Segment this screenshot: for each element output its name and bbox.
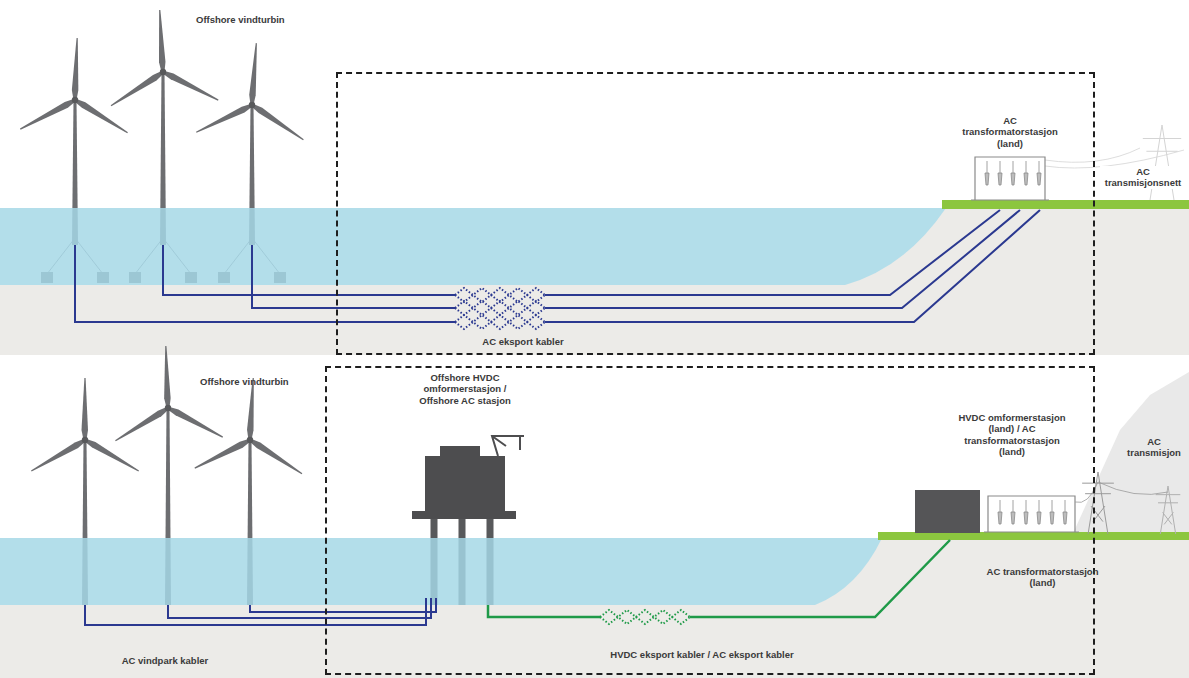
transformer-bay — [998, 161, 1002, 185]
ac-export-cable — [75, 245, 455, 322]
cable-caption: AC eksport kabler — [438, 336, 608, 347]
ac-export-cable — [455, 322, 545, 329]
turbine-blade — [162, 69, 220, 103]
turbine-blade — [248, 437, 304, 476]
turbine-hub — [165, 405, 171, 411]
turbine-blade — [247, 378, 257, 440]
ac-export-cable — [163, 245, 455, 295]
transformer-bay — [1063, 500, 1067, 524]
turbine-blade — [30, 437, 87, 474]
turbine-blade — [73, 97, 129, 135]
part-label: AC transmisjonsnett — [1100, 166, 1186, 189]
transformer-bay — [1011, 161, 1015, 185]
turbine-hub — [249, 102, 255, 108]
turbine-blade — [114, 405, 170, 443]
part-label: Offshore HVDC omformerstasjon / Offshore… — [405, 372, 525, 406]
transformer-bay — [998, 500, 1002, 524]
seabed — [0, 538, 1189, 678]
cable-caption: HVDC eksport kabler / AC eksport kabler — [557, 649, 847, 660]
turbine-blade — [249, 43, 260, 105]
part-label: Offshore vindturbin — [200, 376, 320, 387]
platform-building — [440, 446, 480, 457]
turbine-hub — [247, 437, 253, 443]
turbine-blade — [19, 97, 77, 132]
turbine-hub — [82, 437, 88, 443]
hvdc-export-cable — [600, 610, 690, 617]
seabed — [0, 208, 1189, 355]
cables — [75, 210, 1040, 625]
part-label: AC vindpark kabler — [95, 655, 235, 666]
transformer-bay — [1024, 500, 1028, 524]
turbine-hub — [72, 97, 78, 103]
sea — [0, 538, 882, 605]
substation-base — [984, 532, 1079, 533]
turbine-blade — [167, 405, 225, 440]
transformer-bay — [985, 161, 989, 185]
ac-export-cable — [455, 288, 545, 295]
substation-frame — [975, 157, 1045, 200]
turbine-blade — [162, 346, 171, 408]
array-cable — [168, 598, 431, 618]
transformer-bay — [1050, 500, 1054, 524]
transformer-bay — [1011, 500, 1015, 524]
ac-export-cable — [545, 210, 1020, 308]
turbine-hub — [160, 69, 166, 75]
hvdc-export-cable — [600, 617, 690, 624]
part-label: Offshore vindturbin — [196, 14, 316, 25]
power-line — [1075, 482, 1168, 503]
part-label: AC transformatorstasjon (land) — [955, 115, 1065, 149]
ac-export-cable — [545, 210, 1040, 322]
part-label: AC transformatorstasjon (land) — [985, 566, 1100, 589]
turbine-blade — [82, 378, 89, 440]
land-grass — [942, 200, 1189, 209]
part-label: HVDC omformerstasjon (land) / AC transfo… — [952, 412, 1072, 458]
power-line — [1045, 148, 1184, 168]
dashed-scope-box: AC eksport kabler — [336, 72, 1095, 355]
mountain — [1070, 372, 1189, 540]
platform-building — [425, 456, 505, 512]
ac-export-cable — [455, 301, 545, 308]
transformer-bay — [1037, 500, 1041, 524]
land-grass — [878, 532, 1189, 540]
pylon — [1156, 486, 1181, 534]
turbine-blade — [195, 102, 254, 135]
substation-base — [971, 200, 1049, 201]
hvdc-converter-building — [915, 490, 980, 533]
platform-deck — [412, 511, 516, 519]
hvdc-export-cable — [488, 605, 600, 617]
hvdc-export-cable — [690, 540, 950, 617]
ac-export-cable — [252, 245, 455, 308]
turbine-blade — [109, 69, 165, 108]
transformer-bay — [1037, 161, 1041, 185]
turbine-blade — [72, 38, 81, 100]
turbine-blade — [84, 437, 141, 474]
substation-frame — [988, 496, 1075, 532]
pylon — [1082, 472, 1114, 534]
turbine-blade — [156, 10, 166, 72]
part-label: AC transmisjon — [1122, 436, 1186, 459]
turbine-blade — [250, 102, 305, 142]
sea — [0, 208, 946, 285]
array-cable — [250, 598, 436, 612]
turbine-blade — [193, 437, 251, 471]
ac-export-cable — [455, 315, 545, 322]
crane — [492, 436, 524, 456]
transformer-bay — [1024, 161, 1028, 185]
